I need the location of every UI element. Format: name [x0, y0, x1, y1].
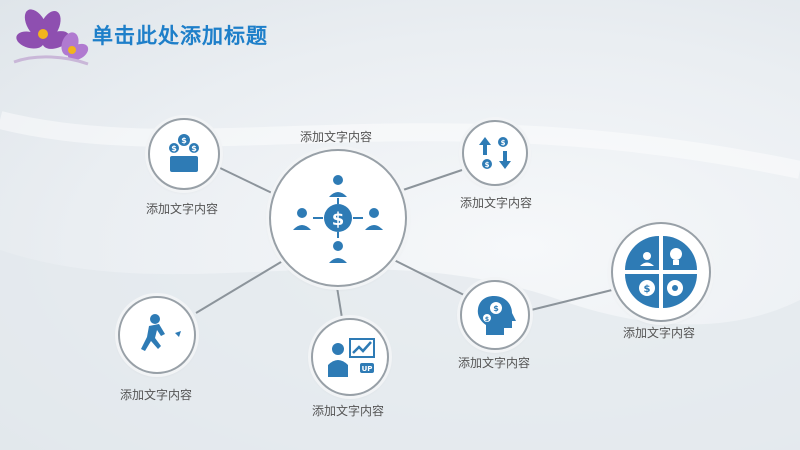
crocus-flower-decoration — [13, 9, 89, 66]
svg-text:$: $ — [171, 144, 177, 153]
bottom-middle-node-label: 添加文字内容 — [311, 404, 385, 418]
link-right-mid — [391, 258, 465, 296]
center-node[interactable]: $ — [269, 149, 407, 287]
center-node-label: 添加文字内容 — [299, 130, 373, 144]
top-right-node[interactable]: $$ — [462, 120, 528, 186]
currency-exchange-arrows-icon: $$ — [479, 137, 511, 169]
right-middle-node-label: 添加文字内容 — [457, 356, 531, 370]
svg-text:$: $ — [181, 136, 187, 145]
head-money-thinking-icon: $$ — [477, 296, 516, 335]
right-middle-node[interactable]: $$ — [460, 280, 530, 350]
svg-text:$: $ — [501, 139, 506, 147]
link-far-right — [526, 289, 613, 312]
top-right-node-label: 添加文字内容 — [459, 196, 533, 210]
svg-text:$: $ — [644, 284, 651, 295]
bottom-middle-node[interactable]: UP — [311, 318, 389, 396]
top-left-node-label: 添加文字内容 — [145, 202, 219, 216]
link-bottom-left — [195, 258, 287, 314]
svg-text:$: $ — [191, 144, 197, 153]
business-quadrant-icon: $ — [625, 236, 697, 308]
link-top-right — [402, 169, 463, 191]
money-basket-icon: $ $ $ — [169, 134, 199, 172]
bottom-left-node[interactable] — [118, 296, 196, 374]
svg-text:$: $ — [332, 209, 345, 230]
svg-text:$: $ — [485, 316, 489, 323]
far-right-node-label: 添加文字内容 — [622, 326, 696, 340]
slide-title[interactable]: 单击此处添加标题 — [92, 24, 268, 48]
people-money-network-icon: $ — [293, 175, 383, 263]
top-left-node[interactable]: $ $ $ — [148, 118, 220, 190]
link-bottom-mid — [335, 280, 343, 319]
link-top-left — [217, 166, 273, 194]
chart-up-text: UP — [362, 365, 373, 373]
running-man-growth-icon — [141, 314, 181, 351]
svg-text:$: $ — [485, 161, 490, 169]
presenter-chart-up-icon: UP — [328, 338, 375, 377]
bottom-left-node-label: 添加文字内容 — [119, 388, 193, 402]
far-right-node[interactable]: $ — [611, 222, 711, 322]
svg-text:$: $ — [493, 304, 499, 313]
